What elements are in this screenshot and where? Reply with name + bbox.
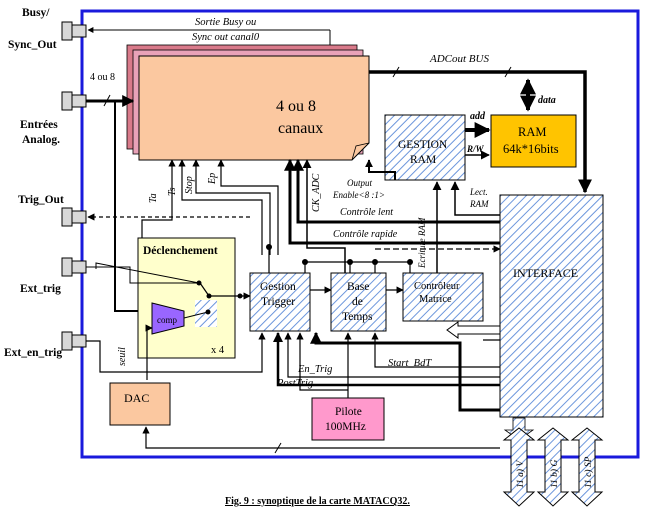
bus-adcout: [369, 70, 592, 194]
label-add: add: [470, 111, 486, 122]
comparator: [151, 302, 185, 335]
gestion-trigger-label-2: Trigger: [261, 296, 295, 308]
interface-label: INTERFACE: [513, 266, 578, 280]
hollow-arrow-interface: [446, 321, 501, 339]
label-post-trig: PostTrig: [276, 378, 313, 389]
base-temps-label-3: Temps: [342, 311, 373, 323]
label-lect-ram-2: RAM: [469, 199, 489, 209]
label-rw: R/W: [466, 144, 485, 154]
label-ts: Ts: [167, 187, 178, 196]
bus-controle-rapide: [284, 158, 500, 245]
label-controle-lent: Contrôle lent: [340, 207, 393, 218]
port-entrees: Entrées: [20, 119, 58, 131]
label-lect-ram-1: Lect.: [469, 187, 488, 197]
label-ep: Ep: [207, 173, 218, 185]
ram-label-1: RAM: [518, 125, 546, 139]
bus-interface-trigger: [310, 331, 500, 412]
label-sortie-busy-1: Sortie Busy ou: [195, 17, 256, 28]
declenchement-label: Déclenchement: [143, 245, 218, 257]
bus-dac: [142, 426, 500, 449]
comp-label: comp: [157, 315, 177, 325]
controleur-label-1: Contrôleur: [414, 281, 460, 292]
base-temps-block: [330, 272, 387, 332]
base-temps-label-1: Base: [347, 281, 369, 293]
board-frame: [80, 9, 640, 459]
canaux-label-2: canaux: [278, 120, 323, 137]
controleur-matrice-block: [402, 272, 484, 322]
port-busy: Busy/: [22, 7, 50, 19]
bus-output-arrows: [502, 417, 604, 507]
gestion-ram-block: [384, 114, 466, 181]
label-output-enable-1: Output: [347, 178, 373, 188]
gestion-trigger-block: [249, 272, 311, 332]
gestion-ram-label-1: GESTION: [398, 139, 448, 151]
port-analog: Analog.: [22, 134, 60, 146]
line-post-trig: [273, 332, 500, 387]
line-lect-ram: [450, 181, 500, 216]
port-ext-en-trig: Ext_en_trig: [4, 347, 62, 359]
label-seuil: seuil: [117, 347, 128, 366]
label-data: data: [538, 95, 556, 106]
label-output-enable-2: Enable<8 :1>: [332, 190, 385, 200]
line-ext-en-trig: [86, 332, 266, 373]
label-ta: Ta: [148, 193, 159, 203]
interface-block: [499, 194, 604, 418]
line-output-enable: [365, 159, 396, 180]
label-sortie-busy-2: Sync out canal0: [192, 32, 260, 43]
label-start-bdt: Start_BdT: [388, 358, 432, 369]
pilote-label-1: Pilote: [335, 406, 362, 418]
line-seuil: [145, 324, 153, 380]
canaux-stack: [126, 44, 370, 161]
line-ext-trig: [86, 266, 199, 284]
line-ep: [217, 159, 279, 255]
dac-block: [109, 382, 171, 426]
line-ts: [178, 159, 263, 255]
ram-label-2: 64k*16bits: [503, 142, 559, 156]
base-temps-label-2: de: [352, 296, 363, 308]
port-connectors: [61, 21, 87, 351]
port-trig-out: Trig_Out: [18, 194, 64, 206]
port-sync-out: Sync_Out: [8, 39, 57, 51]
label-stop: Stop: [184, 176, 195, 194]
pilote-label-2: 100MHz: [325, 421, 366, 433]
controleur-label-2: Matrice: [419, 294, 452, 305]
label-x4: x 4: [211, 345, 225, 356]
line-stop: [192, 159, 271, 255]
pilote-block: [311, 397, 385, 441]
bus-controle-lent: [292, 158, 500, 224]
line-en-trig: [284, 332, 500, 378]
port-ext-trig: Ext_trig: [20, 283, 61, 295]
dac-label: DAC: [124, 391, 149, 405]
label-en-trig: En_Trig: [297, 364, 332, 375]
label-ck-adc: CK_ADC: [311, 173, 322, 212]
label-controle-rapide: Contrôle rapide: [333, 229, 398, 240]
gestion-ram-label-2: RAM: [410, 154, 436, 166]
bus-output-label-3: 11 c) SP: [583, 456, 594, 488]
gestion-trigger-label-1: Gestion: [260, 281, 296, 293]
bus-output-label-2: 11 b) G: [549, 460, 560, 488]
canaux-label-1: 4 ou 8: [276, 98, 316, 115]
bus-output-label-1: 11 a) V: [515, 460, 526, 488]
line-ck-adc: [302, 159, 346, 273]
label-4-ou-8: 4 ou 8: [90, 72, 115, 83]
ram-block: [490, 114, 577, 168]
label-adcout-bus: ADCout BUS: [429, 53, 489, 65]
figure-caption: Fig. 9 : synoptique de la carte MATACQ32…: [225, 496, 410, 507]
declenchement-block: [137, 237, 236, 359]
